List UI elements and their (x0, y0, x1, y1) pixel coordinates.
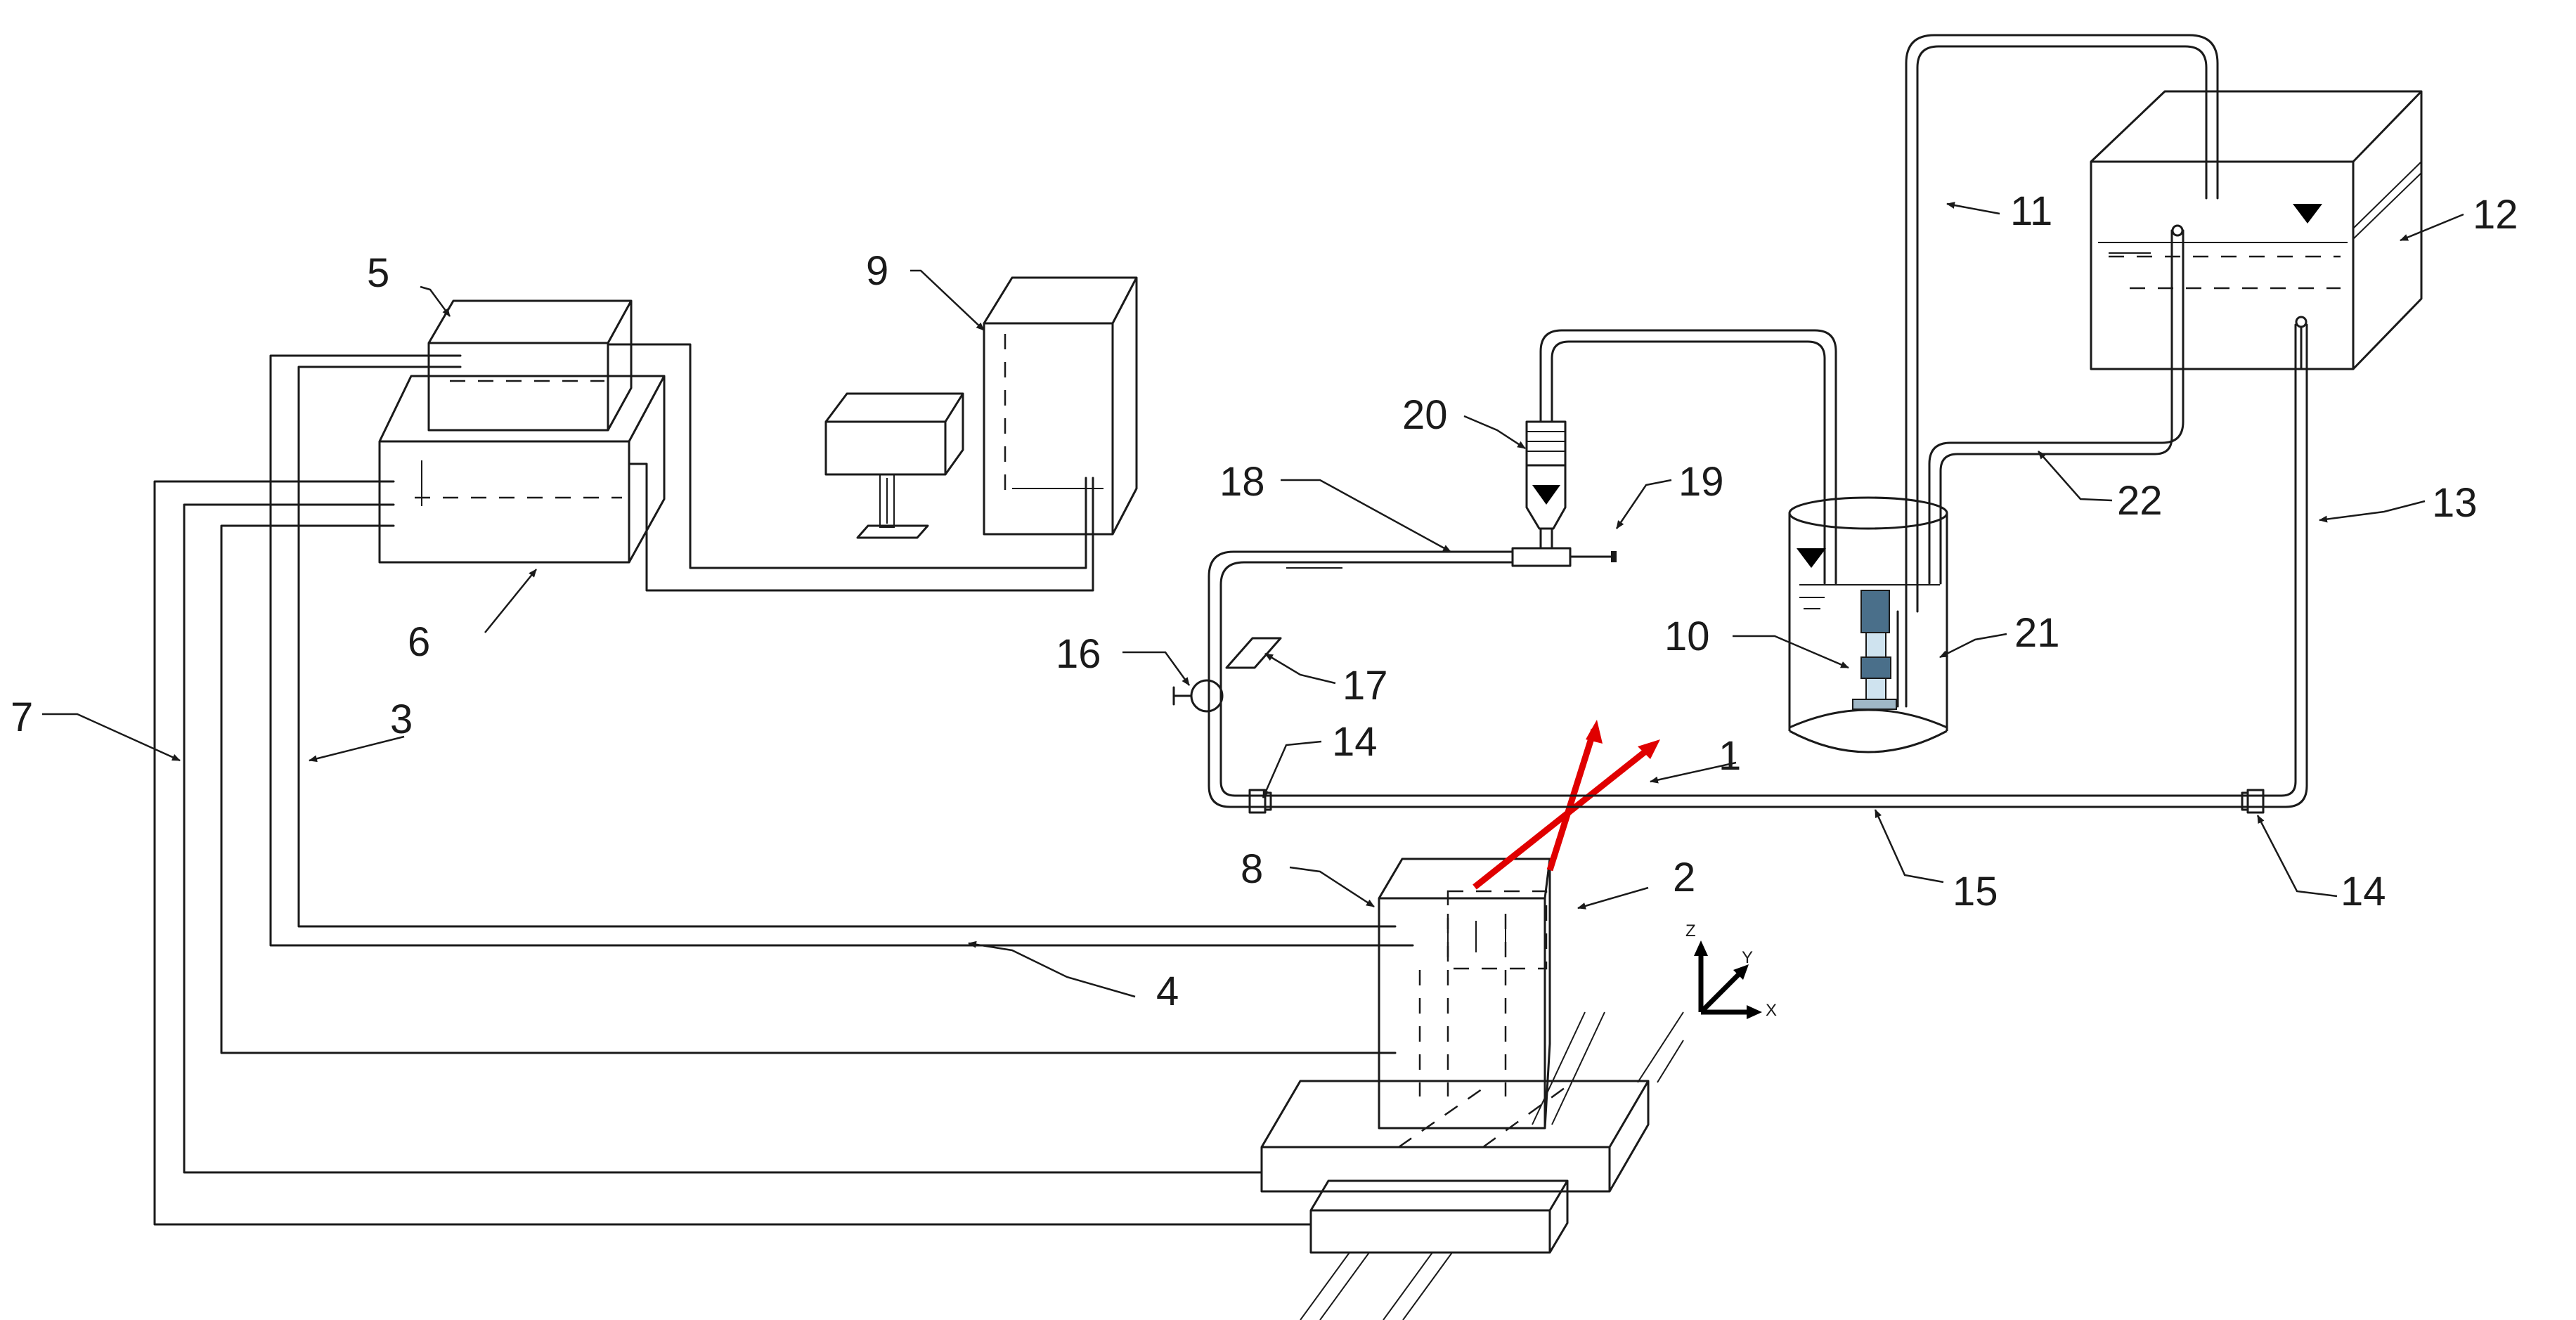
coordinate-axes: Z Y X (1685, 921, 1777, 1020)
pipe-11 (1905, 34, 2219, 613)
label-12: 12 (2473, 192, 2518, 238)
label-8: 8 (1241, 846, 1263, 892)
hopper-20 (1525, 420, 1567, 550)
labels: 1 2 3 4 5 6 7 8 9 10 11 12 13 14 14 15 1… (11, 188, 2518, 1014)
label-4: 4 (1156, 969, 1179, 1014)
component-8-holder (1378, 858, 1551, 1130)
label-19: 19 (1678, 459, 1724, 505)
line-4 (269, 354, 1414, 947)
line-7 (153, 480, 1312, 1226)
label-1: 1 (1719, 733, 1741, 779)
label-17: 17 (1342, 663, 1388, 708)
pipe-15-loop (1208, 323, 2308, 808)
label-16: 16 (1056, 631, 1101, 677)
label-5: 5 (367, 250, 389, 296)
leader-lines (42, 202, 2464, 998)
line-stage-top (220, 524, 1397, 1054)
label-6: 6 (408, 619, 430, 665)
valve-16 (1172, 679, 1224, 713)
laser-beams (1473, 720, 1660, 890)
injector-19 (1511, 547, 1617, 567)
label-11: 11 (2010, 188, 2052, 234)
label-15: 15 (1953, 869, 1998, 914)
pipe-hopper-to-tank21 (1539, 329, 1837, 585)
monitor (824, 392, 964, 539)
label-21: 21 (2014, 610, 2060, 656)
pipe-22 (1928, 224, 2185, 585)
tank-21 (1788, 496, 1948, 753)
label-14b: 14 (2341, 869, 2386, 914)
label-10: 10 (1664, 614, 1710, 659)
cable-6-to-9 (607, 343, 1094, 592)
label-13: 13 (2432, 480, 2478, 526)
flange-14-right (2241, 789, 2265, 814)
axis-z-label: Z (1685, 921, 1696, 940)
pump-10 (1852, 590, 1908, 710)
label-14a: 14 (1332, 719, 1378, 765)
label-22: 22 (2117, 478, 2163, 524)
axis-y-label: Y (1742, 948, 1753, 967)
component-9-cabinet (983, 276, 1138, 536)
component-5-box (427, 299, 633, 432)
label-9: 9 (866, 248, 888, 294)
axis-x-label: X (1766, 1001, 1777, 1020)
label-20: 20 (1402, 392, 1448, 438)
flange-14-left (1248, 789, 1272, 814)
label-3: 3 (390, 697, 413, 742)
line-3 (297, 365, 1397, 928)
label-18: 18 (1219, 459, 1265, 505)
motion-stage (1260, 1011, 1684, 1320)
label-7: 7 (11, 694, 33, 740)
tank-12 (2090, 90, 2423, 370)
component-6-box (378, 375, 666, 564)
line-stage-mid (183, 503, 1263, 1174)
plate-17 (1225, 637, 1282, 669)
label-2: 2 (1673, 855, 1695, 900)
